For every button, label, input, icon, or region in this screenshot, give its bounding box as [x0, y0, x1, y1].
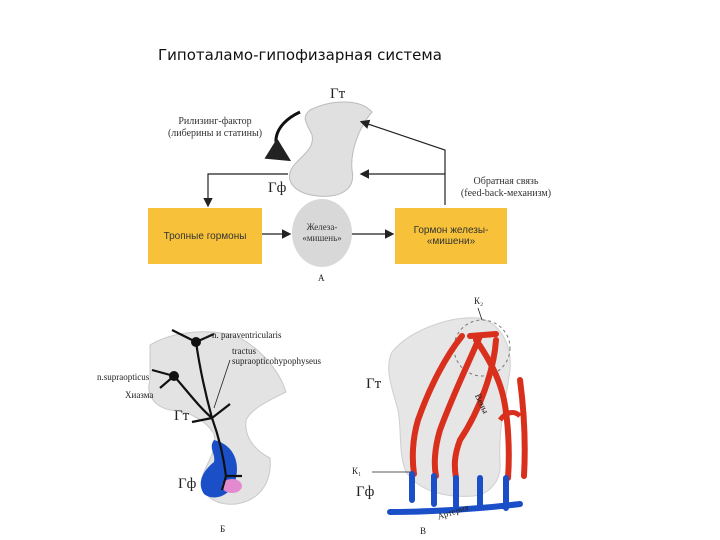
- k1-label: К₁: [352, 466, 361, 476]
- k2-label: К₂: [474, 296, 483, 306]
- gt-label-v: Гт: [366, 376, 381, 393]
- gf-label-v: Гф: [356, 484, 374, 501]
- artery-red-vertical: [520, 380, 525, 476]
- panel-v-letter: В: [420, 526, 426, 536]
